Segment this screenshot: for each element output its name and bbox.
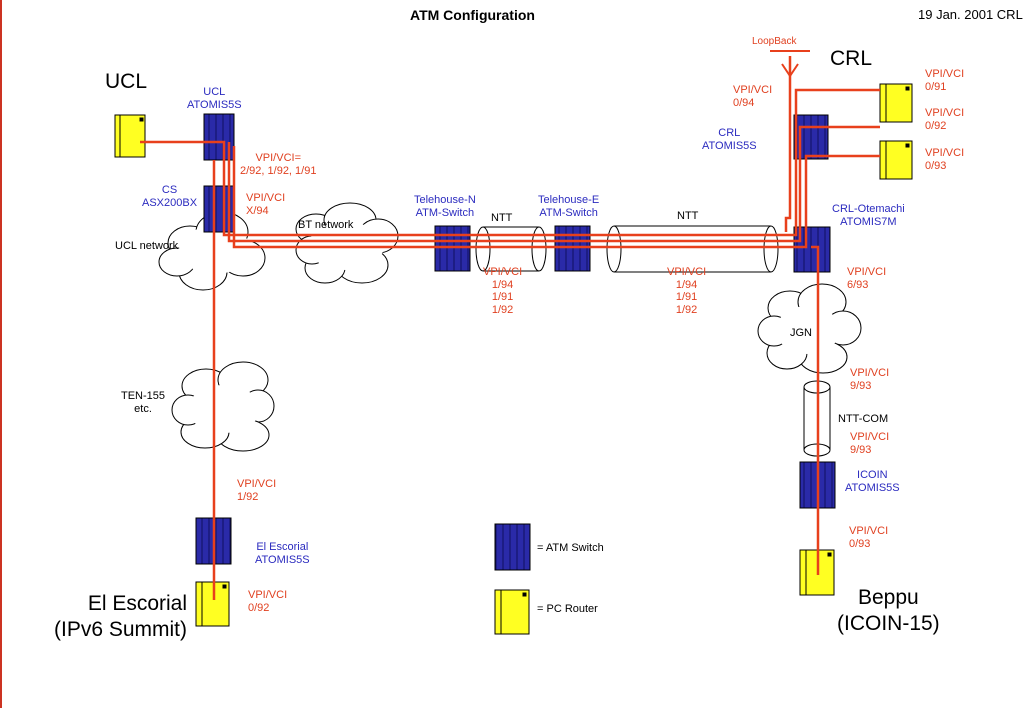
- vpi-ucl-router: VPI/VCI= 2/92, 1/92, 1/91: [240, 152, 317, 177]
- label-cs-asx: CS ASX200BX: [142, 184, 198, 209]
- legend-pc-router: = PC Router: [537, 603, 598, 615]
- site-ucl: UCL: [105, 70, 148, 93]
- label-telehouse-n: Telehouse-N ATM-Switch: [414, 194, 476, 219]
- label-ucl-network: UCL network: [115, 240, 179, 252]
- jgn-cloud: [757, 283, 862, 374]
- site-crl: CRL: [830, 47, 873, 70]
- vpi-jgn-out: VPI/VCI 9/93: [850, 367, 890, 392]
- diagram-title: ATM Configuration: [410, 7, 535, 23]
- label-crl-atomis: CRL ATOMIS5S: [702, 127, 757, 152]
- vpi-otemachi: VPI/VCI 6/93: [847, 266, 887, 291]
- vpi-crl-router-1: VPI/VCI 0/91: [925, 68, 965, 93]
- left-border: [0, 0, 2, 708]
- crl-router-2: [879, 140, 913, 180]
- legend-atm-switch: = ATM Switch: [537, 542, 604, 554]
- label-ntt-com: NTT-COM: [838, 413, 889, 425]
- label-jgn: JGN: [790, 327, 812, 339]
- label-el-escorial-atomis: El Escorial ATOMIS5S: [255, 541, 310, 566]
- label-ten155: TEN-155 etc.: [121, 390, 166, 415]
- telehouse-e-switch: [554, 225, 591, 272]
- ucl-router: [114, 114, 146, 158]
- vpi-crl-router-2: VPI/VCI 0/92: [925, 107, 965, 132]
- bt-network-cloud: [295, 202, 399, 284]
- vpi-ntt-com: VPI/VCI 9/93: [850, 431, 890, 456]
- vpi-crl-loop: VPI/VCI 0/94: [733, 84, 773, 109]
- label-telehouse-e: Telehouse-E ATM-Switch: [538, 194, 600, 219]
- loopback-marker: [770, 50, 810, 78]
- vpi-telehouse-n: VPI/VCI 1/94 1/91 1/92: [483, 266, 523, 316]
- site-el-escorial: El Escorial (IPv6 Summit): [54, 592, 188, 642]
- legend-router-swatch: [494, 589, 530, 635]
- vpi-icoin: VPI/VCI 0/93: [849, 525, 889, 550]
- vpi-escorial-up: VPI/VCI 1/92: [237, 478, 277, 503]
- vpi-cs: VPI/VCI X/94: [246, 192, 286, 217]
- label-ucl-atomis: UCL ATOMIS5S: [187, 86, 242, 111]
- crl-router-1: [879, 83, 913, 123]
- vpi-escorial-router: VPI/VCI 0/92: [248, 589, 288, 614]
- label-ntt-2: NTT: [677, 210, 699, 222]
- vc-links: [140, 56, 880, 600]
- label-crl-otemachi: CRL-Otemachi ATOMIS7M: [832, 203, 905, 228]
- vpi-crl-router-3: VPI/VCI 0/93: [925, 147, 965, 172]
- label-ntt-1: NTT: [491, 212, 513, 224]
- label-bt-network: BT network: [298, 219, 354, 231]
- diagram-date: 19 Jan. 2001 CRL: [918, 7, 1023, 22]
- vpi-telehouse-e: VPI/VCI 1/94 1/91 1/92: [667, 266, 707, 316]
- label-icoin-atomis: ICOIN ATOMIS5S: [845, 469, 900, 494]
- legend-switch-swatch: [494, 523, 531, 571]
- telehouse-n-switch: [434, 225, 471, 272]
- ntt-cylinder-1: [475, 226, 547, 272]
- ntt-cylinder-2: [606, 225, 779, 273]
- ten155-cloud: [171, 361, 275, 452]
- el-escorial-router: [195, 581, 230, 627]
- label-loopback: LoopBack: [752, 36, 797, 47]
- site-beppu: Beppu (ICOIN-15): [837, 586, 940, 636]
